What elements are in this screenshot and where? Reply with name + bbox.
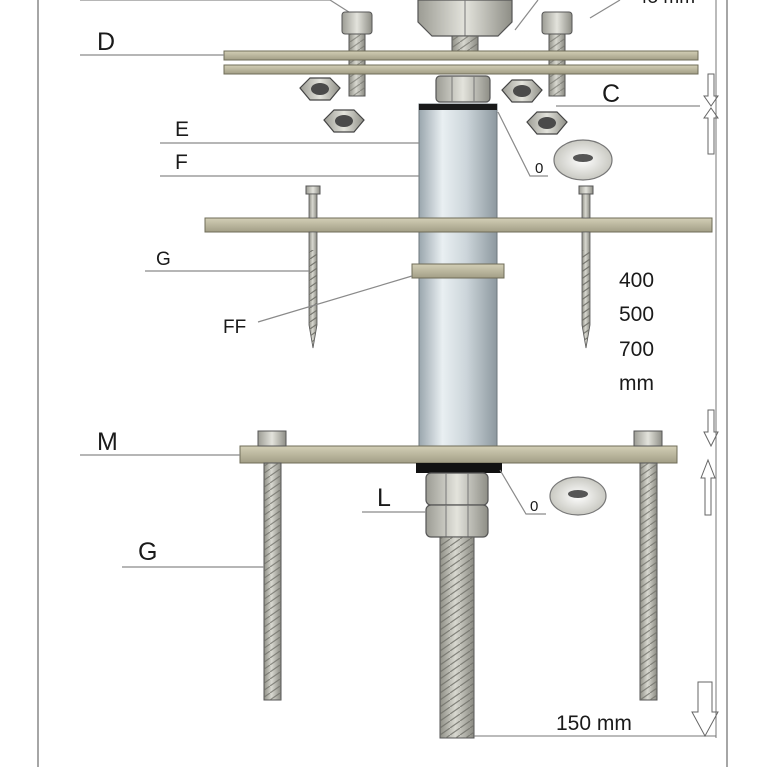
- washer-bottom: [549, 476, 607, 516]
- label-e: E: [175, 118, 189, 141]
- label-m: M: [97, 428, 118, 456]
- base-nut-left: [257, 430, 287, 447]
- base-nut-right: [633, 430, 663, 447]
- dimension-arrow-middle: [700, 409, 719, 516]
- base-plate-m: [239, 445, 678, 464]
- washer-top-label: 0: [535, 160, 543, 177]
- dimension-arrow-top: [703, 73, 719, 155]
- middle-plate: [204, 217, 713, 233]
- label-c: C: [602, 80, 620, 108]
- adjust-nut-lower: [425, 504, 489, 538]
- loose-nut-1: [299, 77, 341, 101]
- adjust-nut-upper: [425, 472, 489, 506]
- label-g-upper: G: [156, 249, 171, 270]
- central-threaded-rod: [439, 536, 475, 739]
- top-plate-d-upper: [223, 50, 699, 61]
- dimension-arrow-bottom: [691, 681, 719, 738]
- washer-bottom-label: 0: [530, 498, 538, 515]
- label-d: D: [97, 28, 115, 56]
- top-hex-nut: [417, 0, 513, 37]
- height-unit-mm: mm: [619, 372, 654, 395]
- label-f: F: [175, 151, 188, 174]
- loose-nut-3: [501, 79, 543, 103]
- cap-bolt-right: [541, 11, 573, 97]
- washer-top: [553, 139, 613, 181]
- label-l: L: [377, 484, 391, 512]
- center-hex-nut: [435, 75, 491, 103]
- top-plate-d-lower: [223, 64, 699, 75]
- height-option-400: 400: [619, 269, 654, 292]
- screw-left: [305, 185, 321, 349]
- top-dimension-label: 45 mm: [637, 0, 695, 8]
- anchor-rod-right: [639, 462, 658, 701]
- bottom-dimension-label: 150 mm: [556, 712, 632, 735]
- anchor-rod-left: [263, 462, 282, 701]
- label-ff: FF: [223, 317, 246, 338]
- tube-ring: [411, 263, 505, 279]
- tube-cap-black: [419, 104, 497, 110]
- label-g-lower: G: [138, 538, 157, 566]
- screw-right: [578, 185, 594, 349]
- black-spacer: [416, 463, 502, 473]
- loose-nut-4: [526, 111, 568, 135]
- loose-nut-2: [323, 109, 365, 133]
- height-option-700: 700: [619, 338, 654, 361]
- height-option-500: 500: [619, 303, 654, 326]
